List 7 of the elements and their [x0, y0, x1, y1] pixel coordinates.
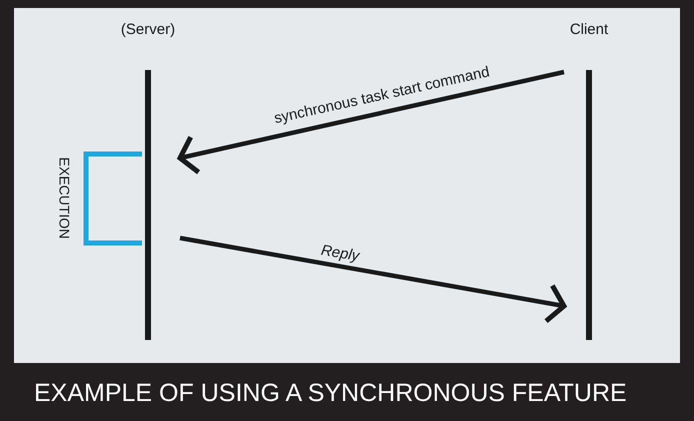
lifeline-label: (Server)	[120, 20, 176, 40]
edge-label: Reply	[319, 240, 361, 267]
arrow	[180, 236, 566, 324]
lifeline-label: Client	[570, 20, 608, 40]
arrow	[178, 70, 564, 175]
caption: EXAMPLE OF USING A SYNCHRONOUS FEATURE	[34, 378, 627, 409]
execution-label: EXECUTION	[56, 157, 74, 239]
